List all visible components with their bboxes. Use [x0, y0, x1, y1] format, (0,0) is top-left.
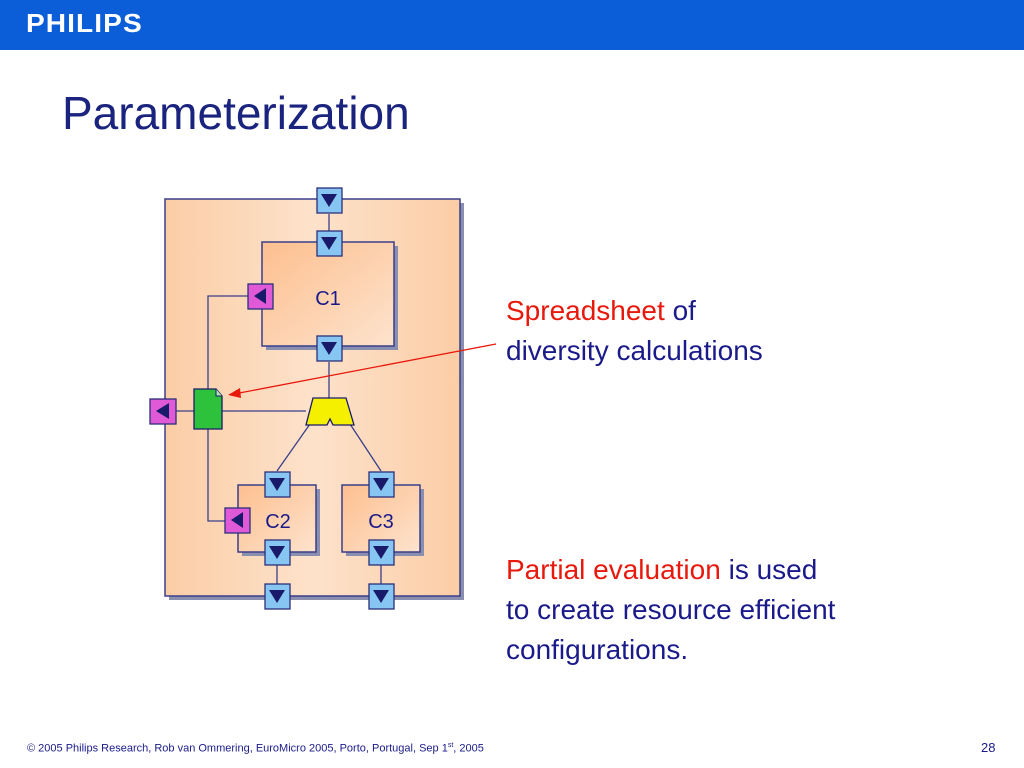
required-interface-icon — [368, 583, 395, 610]
required-interface-icon — [316, 230, 343, 257]
note2-line-1-rest: is used — [720, 554, 818, 585]
c3-label: C3 — [368, 511, 394, 533]
arrow-icon — [228, 343, 497, 398]
partial-evaluation-note: Partial evaluation is used to create res… — [506, 550, 835, 670]
footer-copyright: © 2005 Philips Research, Rob van Ommerin… — [27, 742, 484, 755]
footer-text: © 2005 Philips Research, Rob van Ommerin… — [27, 742, 448, 755]
required-interface-icon — [264, 471, 291, 498]
c1-label: C1 — [315, 288, 341, 310]
spreadsheet-icon — [193, 388, 223, 430]
partial-evaluation-highlight: Partial evaluation — [506, 554, 721, 585]
component-c1: C1 — [261, 241, 398, 350]
note-line-1-rest: of — [664, 295, 696, 326]
slide-title: Parameterization — [62, 87, 410, 139]
page-number: 28 — [981, 740, 996, 755]
philips-logo: PHILIPS — [26, 8, 143, 38]
spreadsheet-highlight: Spreadsheet — [506, 295, 665, 326]
note2-line-2: to create resource efficient — [506, 594, 836, 625]
required-interface-icon — [368, 539, 395, 566]
footer-sup: st — [447, 742, 454, 749]
provided-interface-icon — [247, 283, 274, 310]
switch-icon — [305, 397, 355, 426]
header-bar: PHILIPS — [0, 0, 1024, 50]
provided-interface-icon — [224, 507, 251, 534]
required-interface-icon — [316, 335, 343, 362]
required-interface-icon — [316, 187, 343, 214]
note2-line-1: Partial evaluation is used — [506, 550, 835, 590]
footer-text-end: , 2005 — [453, 742, 484, 755]
c2-label: C2 — [265, 511, 291, 533]
note-line-1: Spreadsheet of — [506, 291, 763, 331]
provided-interface-icon — [149, 398, 177, 425]
note-line-2: diversity calculations — [506, 335, 763, 366]
required-interface-icon — [264, 539, 291, 566]
note2-line-3: configurations. — [506, 634, 689, 665]
required-interface-icon — [368, 471, 395, 498]
spreadsheet-note: Spreadsheet of diversity calculations — [506, 291, 763, 371]
required-interface-icon — [264, 583, 291, 610]
